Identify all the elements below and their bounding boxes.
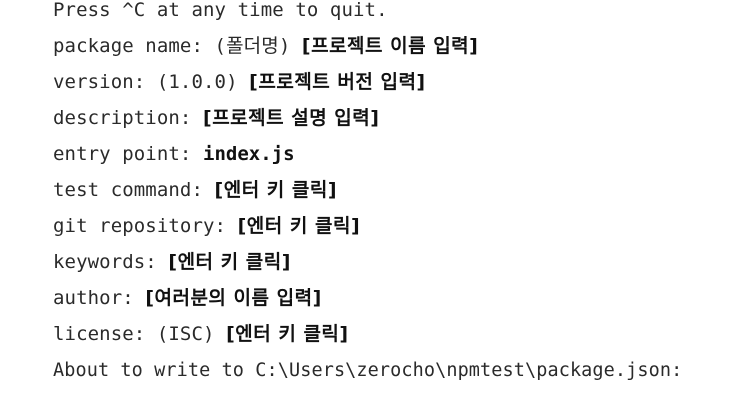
entry-point-typed-value: index.js — [203, 143, 295, 165]
terminal-line-version: version: (1.0.0) [프로젝트 버전 입력] — [53, 64, 723, 100]
write-path-text: About to write to C:\Users\zerocho\npmte… — [53, 360, 683, 381]
entry-point-prompt: entry point: — [53, 143, 204, 165]
license-annotation: [엔터 키 클릭] — [226, 323, 349, 345]
terminal-output: Press ^C at any time to quit. package na… — [53, 0, 723, 388]
terminal-line-description: description: [프로젝트 설명 입력] — [53, 100, 723, 136]
license-default: (ISC) — [156, 323, 227, 345]
test-command-prompt: test command: — [53, 179, 215, 201]
package-name-annotation: [프로젝트 이름 입력] — [301, 35, 479, 57]
quit-hint-text: Press ^C at any time to quit. — [53, 0, 388, 21]
terminal-line-package-name: package name: (폴더명) [프로젝트 이름 입력] — [53, 28, 723, 64]
terminal-line-entry-point: entry point: index.js — [53, 136, 723, 172]
author-annotation: [여러분의 이름 입력] — [145, 287, 322, 309]
terminal-line-keywords: keywords: [엔터 키 클릭] — [53, 244, 723, 280]
version-default: (1.0.0) — [156, 71, 250, 93]
terminal-line-write-path: About to write to C:\Users\zerocho\npmte… — [53, 352, 723, 388]
description-prompt: description: — [53, 107, 204, 129]
package-name-prompt: package name: — [53, 35, 215, 57]
author-prompt: author: — [53, 287, 146, 309]
test-command-annotation: [엔터 키 클릭] — [214, 179, 338, 201]
package-name-default: (폴더명) — [214, 35, 302, 57]
terminal-line-git-repository: git repository: [엔터 키 클릭] — [53, 208, 723, 244]
description-annotation: [프로젝트 설명 입력] — [203, 107, 380, 129]
terminal-line-quit-hint: Press ^C at any time to quit. — [53, 0, 723, 28]
terminal-line-author: author: [여러분의 이름 입력] — [53, 280, 723, 316]
keywords-prompt: keywords: — [53, 251, 169, 273]
version-prompt: version: — [53, 71, 157, 93]
terminal-line-license: license: (ISC) [엔터 키 클릭] — [53, 316, 723, 352]
keywords-annotation: [엔터 키 클릭] — [168, 251, 291, 273]
license-prompt: license: — [53, 323, 157, 345]
git-repository-prompt: git repository: — [53, 215, 238, 237]
git-repository-annotation: [엔터 키 클릭] — [237, 215, 361, 237]
version-annotation: [프로젝트 버전 입력] — [249, 71, 426, 93]
terminal-line-test-command: test command: [엔터 키 클릭] — [53, 172, 723, 208]
